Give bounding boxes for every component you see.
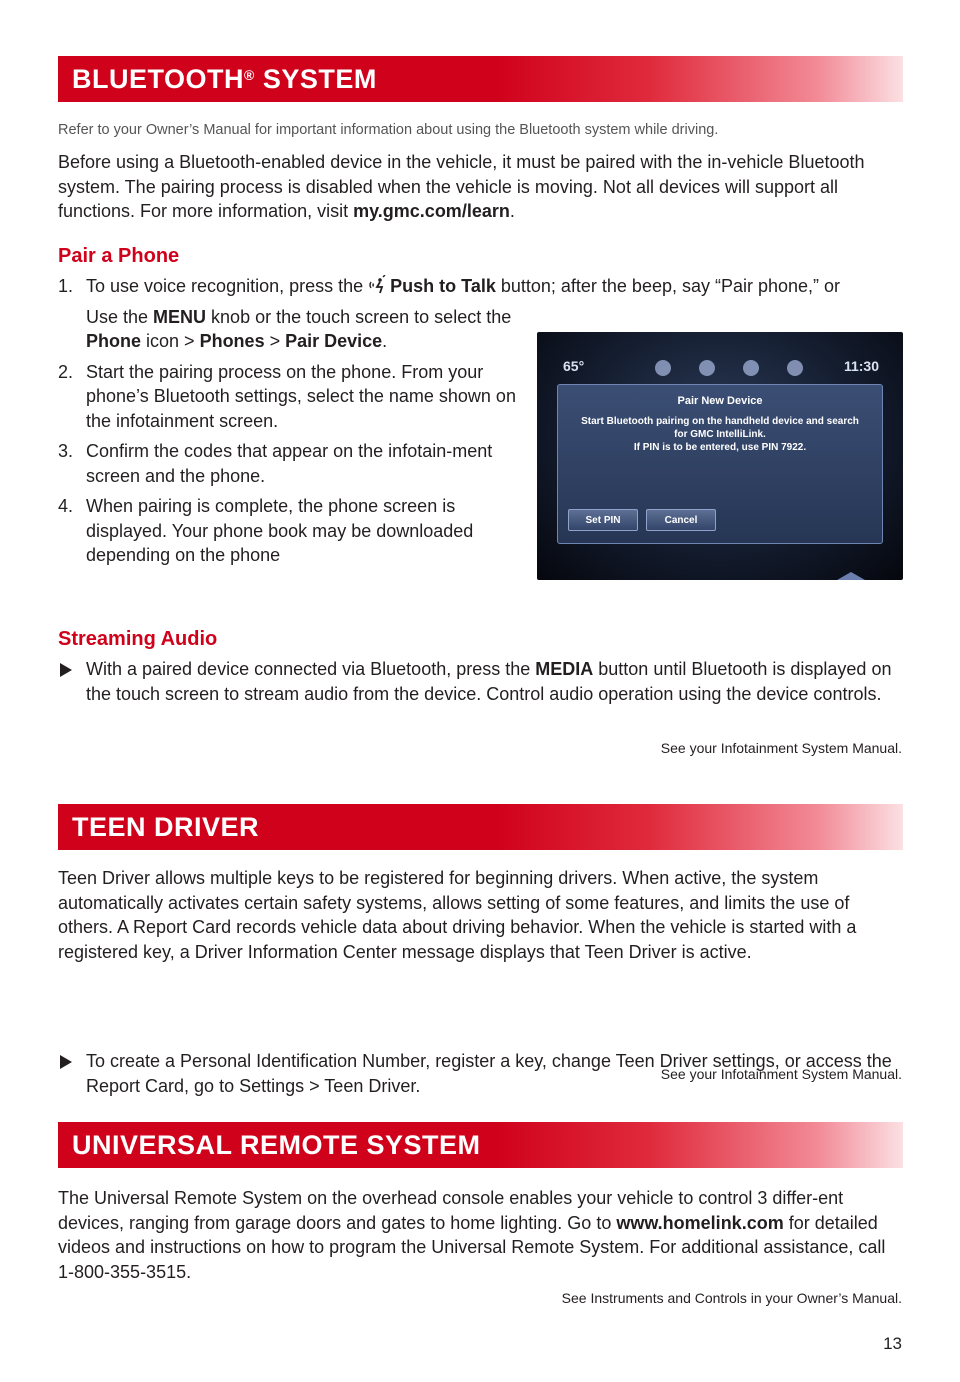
nav-icon: [655, 360, 671, 376]
dialog-title: Pair New Device: [677, 395, 763, 407]
pair-step-1: 1. To use voice recognition, press the P…: [58, 275, 841, 296]
universal-remote-reference: See Instruments and Controls in your Own…: [561, 1290, 902, 1306]
page-number: 13: [883, 1334, 902, 1353]
pair-step-4: 4.When pairing is complete, the phone sc…: [58, 496, 474, 565]
bluetooth-intro: Before using a Bluetooth-enabled device …: [58, 152, 865, 221]
push-to-talk-icon: [369, 275, 386, 294]
bluetooth-section-heading: BLUETOOTH® SYSTEM: [58, 56, 903, 102]
phone-icon: [699, 360, 715, 376]
homelink-link[interactable]: www.homelink.com: [616, 1212, 784, 1233]
dialog-message: Start Bluetooth pairing on the handheld …: [581, 416, 859, 453]
bluetooth-safety-note: Refer to your Owner’s Manual for importa…: [58, 122, 719, 138]
cancel-button[interactable]: Cancel: [646, 509, 716, 531]
temperature-readout: 65°: [563, 358, 585, 374]
teen-driver-reference: See your Infotainment System Manual.: [660, 1066, 902, 1082]
universal-remote-body: The Universal Remote System on the overh…: [58, 1188, 886, 1282]
heading-text-tail: SYSTEM: [254, 64, 377, 94]
registered-mark: ®: [244, 67, 255, 83]
pair-phone-heading: Pair a Phone: [58, 245, 180, 267]
streaming-audio-bullet: With a paired device connected via Bluet…: [58, 657, 903, 706]
pair-step-1-alt: Use the MENU knob or the touch screen to…: [86, 306, 512, 352]
gmc-learn-link[interactable]: my.gmc.com/learn: [353, 201, 510, 221]
teen-driver-body: Teen Driver allows multiple keys to be r…: [58, 868, 857, 962]
screen-status-bar: 65° 11:30: [555, 358, 885, 378]
set-pin-button[interactable]: Set PIN: [568, 509, 638, 531]
universal-remote-section-heading: UNIVERSAL REMOTE SYSTEM: [58, 1122, 903, 1168]
bullet-arrow-icon: [60, 1055, 72, 1069]
heading-text: BLUETOOTH: [72, 64, 244, 94]
clock-readout: 11:30: [843, 358, 879, 374]
pair-step-2: 2.Start the pairing process on the phone…: [58, 361, 516, 431]
scroll-indicator: [837, 572, 865, 580]
home-icon: [743, 360, 759, 376]
bullet-arrow-icon: [60, 663, 72, 677]
teen-driver-section-heading: TEEN DRIVER: [58, 804, 903, 850]
teen-driver-bullet: To create a Personal Identification Numb…: [58, 1049, 903, 1098]
bluetooth-reference: See your Infotainment System Manual.: [660, 740, 902, 756]
streaming-audio-heading: Streaming Audio: [58, 628, 218, 650]
pair-step-3: 3.Confirm the codes that appear on the i…: [58, 441, 493, 486]
pair-new-device-dialog: Pair New Device Start Bluetooth pairing …: [557, 384, 883, 544]
pair-phone-steps: 1. To use voice recognition, press the P…: [58, 274, 840, 574]
audio-icon: [787, 360, 803, 376]
infotainment-screen-photo: 65° 11:30 Pair New Device Start Bluetoot…: [537, 332, 903, 580]
